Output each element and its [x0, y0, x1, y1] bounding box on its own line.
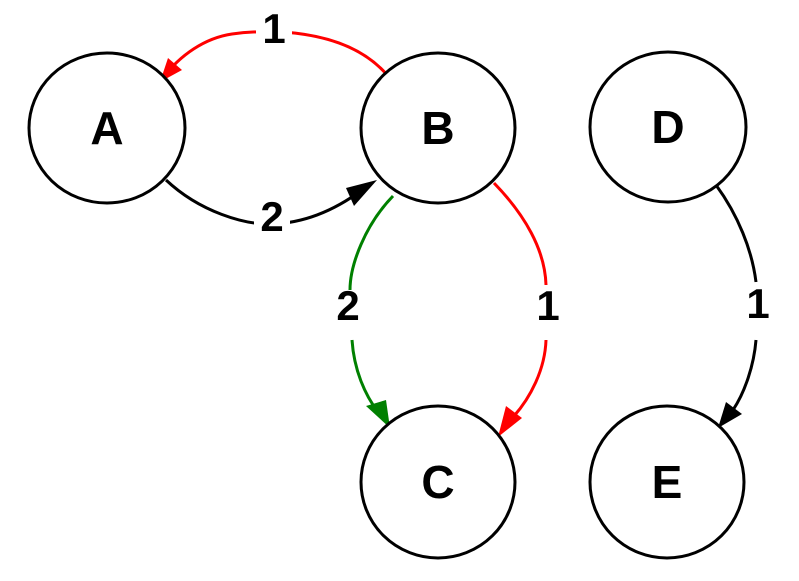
- arrowhead-icon: [346, 180, 377, 206]
- arrowhead-icon: [498, 406, 522, 437]
- edge-b-to-a: 1: [160, 5, 390, 82]
- arrowhead-icon: [160, 58, 182, 82]
- edge-label-b-to-c-green: 2: [336, 282, 359, 329]
- node-b: B: [359, 51, 517, 205]
- node-label-d: D: [651, 101, 684, 153]
- arrowhead-icon: [718, 402, 742, 428]
- edge-b-to-c-red: 1: [492, 181, 560, 437]
- edge-a-to-b: 2: [164, 178, 377, 240]
- node-label-b: B: [421, 102, 454, 154]
- edge-label-b-to-a: 1: [262, 5, 285, 52]
- edge-label-a-to-b: 2: [260, 193, 283, 240]
- node-label-c: C: [421, 456, 454, 508]
- edge-label-d-to-e: 1: [746, 280, 769, 327]
- node-c: C: [359, 404, 517, 560]
- edge-b-to-c-green: 2: [336, 194, 395, 428]
- node-label-e: E: [652, 456, 683, 508]
- arrowhead-icon: [366, 400, 390, 428]
- nodes: A B C D E: [27, 50, 748, 560]
- edge-label-b-to-c-red: 1: [536, 282, 559, 329]
- edges: 1 2 2 1 1: [160, 5, 770, 437]
- edge-d-to-e: 1: [714, 184, 770, 428]
- node-e: E: [588, 404, 746, 560]
- node-label-a: A: [90, 102, 123, 154]
- node-d: D: [588, 50, 748, 204]
- node-a: A: [27, 51, 187, 205]
